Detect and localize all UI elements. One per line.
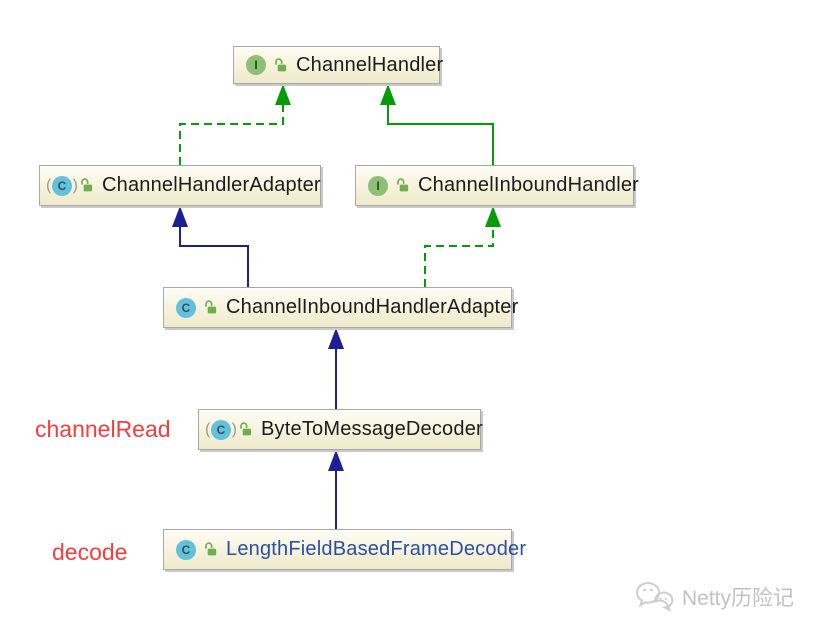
wechat-icon [636, 582, 674, 612]
class-node-bytetomessagedecoder[interactable]: C ByteToMessageDecoder [198, 409, 483, 450]
open-lock-icon [203, 542, 218, 557]
class-node-lengthfieldbasedframedecoder[interactable]: C LengthFieldBasedFrameDecoder [163, 529, 526, 570]
interface-icon: I [368, 175, 388, 196]
class-name: ChannelHandlerAdapter [102, 174, 321, 196]
annotation-decode: decode [52, 539, 128, 565]
abstract-class-icon: C [205, 419, 237, 440]
watermark-text: Netty历险记 [682, 587, 795, 610]
edge-channelinboundhandleradapter-extends-channelhandleradapter [172, 206, 249, 287]
edge-channelinboundhandler-extends-channelhandler [380, 84, 494, 165]
class-node-channelhandler[interactable]: I ChannelHandler [233, 46, 444, 84]
class-name: ChannelHandler [296, 53, 444, 76]
edge-bytetomessagedecoder-extends-channelinboundhandleradapter [328, 328, 344, 409]
class-name: ChannelInboundHandlerAdapter [226, 296, 519, 318]
class-node-channelinboundhandleradapter[interactable]: C ChannelInboundHandlerAdapter [163, 287, 518, 328]
open-lock-icon [273, 57, 288, 73]
class-node-channelhandleradapter[interactable]: C ChannelHandlerAdapter [39, 165, 321, 206]
class-name: ByteToMessageDecoder [261, 418, 483, 440]
class-name: LengthFieldBasedFrameDecoder [226, 538, 527, 560]
annotation-channelread: channelRead [35, 416, 171, 442]
abstract-class-icon: C [46, 175, 78, 196]
open-lock-icon [395, 178, 410, 193]
open-lock-icon [203, 300, 218, 315]
class-icon: C [176, 539, 196, 560]
edge-lengthfieldbasedframedecoder-extends-bytetomessagedecoder [328, 450, 344, 529]
open-lock-icon [238, 422, 253, 437]
class-name: ChannelInboundHandler [418, 174, 640, 196]
watermark: Netty历险记 [634, 580, 794, 614]
class-node-channelinboundhandler[interactable]: I ChannelInboundHandler [355, 165, 639, 206]
edge-channelhandleradapter-implements-channelhandler [179, 84, 291, 165]
interface-icon: I [246, 55, 266, 75]
open-lock-icon [79, 178, 94, 193]
edge-channelinboundhandleradapter-implements-channelinboundhandler [424, 206, 501, 287]
class-icon: C [176, 297, 196, 318]
